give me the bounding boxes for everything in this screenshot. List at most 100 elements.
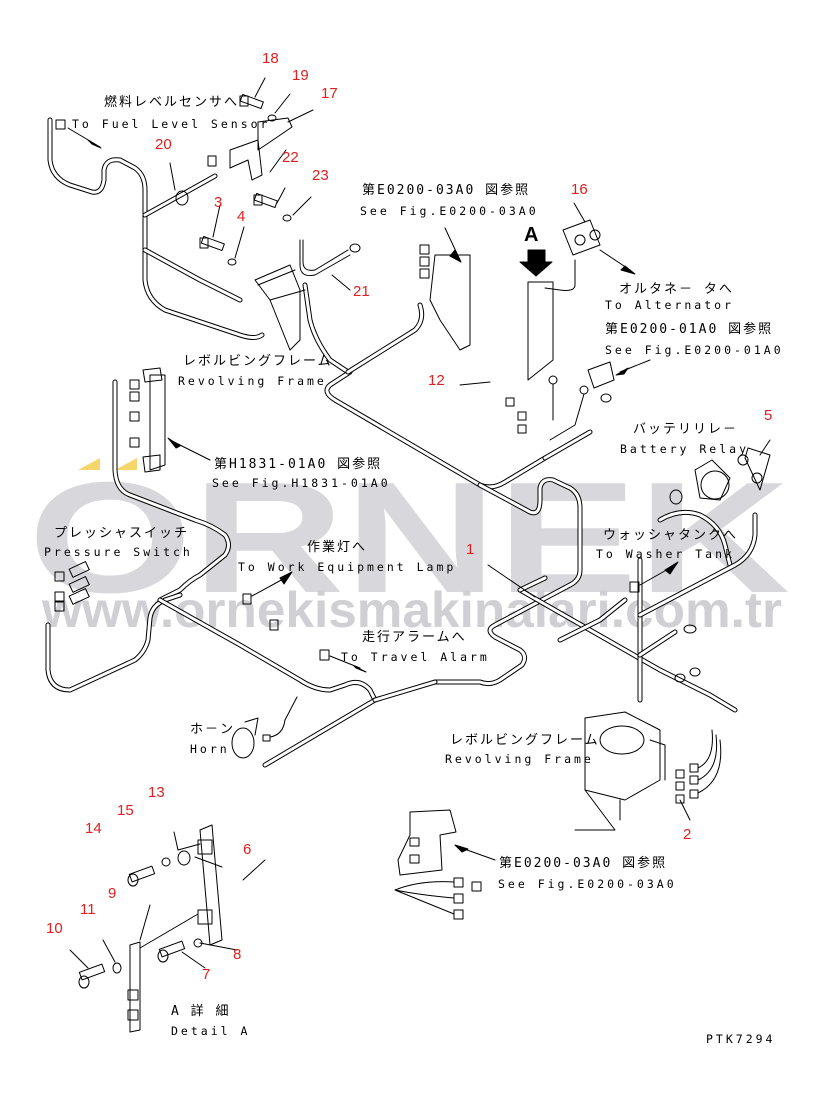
bolt-18 (239, 93, 264, 110)
pressure-switches (54, 561, 90, 612)
junction-box-e0200 (397, 809, 457, 876)
harness-tube-fill (638, 630, 677, 657)
harness-tube-outline (345, 302, 425, 375)
callout-17: 17 (321, 85, 338, 102)
callout-18: 18 (262, 50, 279, 67)
harness-tube-outline (45, 592, 183, 693)
washer-4 (227, 258, 237, 266)
revolving-frame-housing (584, 711, 661, 801)
fuel-level-sensor-label-jp: 燃料レベルセンサへ (104, 95, 240, 110)
callout-15: 15 (117, 802, 134, 819)
harness-tube-fill (263, 698, 377, 767)
harness-tube-fill (558, 598, 627, 642)
callout-2: 2 (683, 826, 692, 843)
callout-12: 12 (428, 372, 445, 389)
see-fig-1-en: See Fig.E0200-03A0 (360, 204, 539, 218)
harness-tube-fill (325, 370, 547, 489)
relay-block-h1831 (142, 367, 166, 473)
travel-alarm-label-jp: 走行アラームへ (362, 630, 467, 645)
see-fig-1-jp: 第E0200-03A0 図参照 (362, 183, 531, 198)
horn-label-en: Horn (190, 742, 230, 756)
battery-relay (700, 470, 730, 500)
see-fig-4-en: See Fig.E0200-03A0 (498, 877, 677, 891)
sensor-connector (207, 155, 217, 167)
callout-11: 11 (80, 901, 96, 918)
alternator-bracket (527, 281, 554, 381)
work-lamp-connector (242, 593, 252, 605)
horn-label-jp: ホ－ン (190, 722, 236, 737)
bolt-23 (253, 192, 278, 209)
alternator-label-jp: オルタネ－ タへ (619, 282, 734, 297)
callout-5: 5 (764, 407, 773, 424)
work-lamp-label-en: To Work Equipment Lamp (238, 560, 457, 574)
pressure-switch-label-jp: プレッシャスイッチ (54, 526, 190, 541)
harness-tube-fill (158, 598, 377, 702)
alternator-terminals (562, 219, 601, 256)
bolt-3 (199, 235, 225, 252)
washer-23 (282, 214, 292, 222)
alternator-label-en: To Alternator (605, 298, 735, 312)
revolving-frame-2-jp: レボルビングフレーム (450, 733, 600, 748)
callout-6: 6 (243, 841, 252, 858)
callout-22: 22 (282, 149, 299, 166)
harness-tube-fill (303, 283, 350, 374)
harness-tube-fill (48, 118, 264, 339)
detail-a-label-jp: A 詳 細 (171, 1004, 231, 1019)
see-fig-3-jp: 第H1831-01A0 図参照 (214, 457, 383, 472)
view-a-arrow (519, 249, 553, 277)
harness-tube-fill (143, 248, 242, 302)
see-fig-2-en: See Fig.E0200-01A0 (605, 343, 784, 357)
work-lamp-label-jp: 作業灯へ (307, 540, 368, 555)
harness-tube-fill (518, 576, 547, 592)
harness-tube-fill (373, 680, 437, 702)
washer-19 (267, 114, 277, 122)
callout-8: 8 (233, 946, 242, 963)
harness-tube-fill (46, 593, 182, 692)
leader-lines (69, 77, 771, 969)
callout-1: 1 (466, 541, 475, 558)
callout-19: 19 (292, 67, 309, 84)
view-a-marker: A (524, 224, 539, 246)
callout-21: 21 (353, 283, 370, 300)
harness-tube-fill (346, 303, 424, 374)
callout-16: 16 (571, 181, 588, 198)
ground-cable-21 (299, 239, 351, 276)
callout-14: 14 (85, 820, 102, 837)
harness-tubes (45, 117, 758, 768)
battery-relay-label-jp: バッテリリレ－ (633, 422, 739, 437)
sensor-22 (229, 139, 263, 181)
relay-box-top (429, 254, 471, 351)
drawing-code: PTK7294 (706, 1032, 776, 1046)
pressure-switch-label-en: Pressure Switch (44, 545, 193, 559)
washer-20 (175, 190, 189, 206)
callout-3: 3 (214, 194, 223, 211)
harness-tube-fill (113, 380, 230, 602)
harness-tube-fill (543, 430, 592, 460)
harness-tube-fill (433, 478, 582, 686)
callout-10: 10 (46, 920, 63, 937)
harness-tube-fill (638, 513, 757, 617)
callout-20: 20 (155, 136, 172, 153)
fuel-connector (55, 119, 66, 130)
washer-tank-label-jp: ウォッシャタンクへ (603, 528, 739, 543)
detail-a-label-en: Detail A (171, 1024, 251, 1038)
harness-tube-fill (518, 588, 737, 712)
see-fig-2-jp: 第E0200-01A0 図参照 (605, 322, 774, 337)
revolving-frame-1-jp: レボルビングフレーム (183, 354, 333, 369)
callout-9: 9 (108, 885, 117, 902)
travel-alarm-label-en: To Travel Alarm (341, 650, 490, 664)
connector-01a0 (587, 361, 615, 389)
harness-tube-fill (143, 174, 217, 217)
revolving-frame-1-en: Revolving Frame (178, 374, 327, 388)
detail-a-assembly (78, 824, 223, 1033)
callout-7: 7 (202, 966, 211, 983)
horn (231, 727, 255, 759)
callout-13: 13 (148, 784, 165, 801)
fuel-level-sensor-label-en: To Fuel Level Sensor (72, 117, 271, 131)
bracket-17 (257, 117, 293, 151)
washer-connector (629, 581, 640, 593)
revolving-frame-2-en: Revolving Frame (445, 752, 594, 766)
components (54, 93, 771, 1033)
travel-alarm-connector (319, 649, 330, 661)
